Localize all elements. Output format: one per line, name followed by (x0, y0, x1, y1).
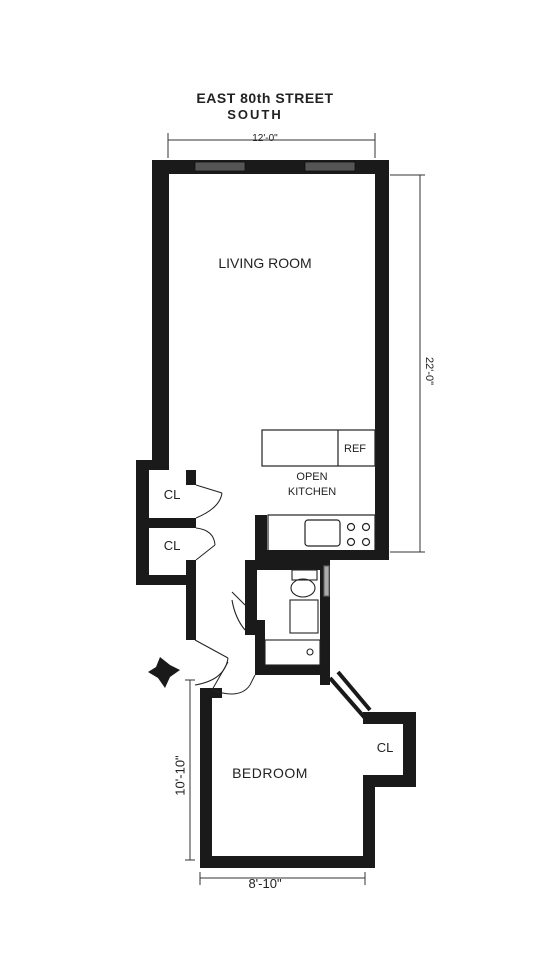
living-length-dimension: 22'-0" (423, 356, 435, 386)
bedroom-door (211, 661, 256, 695)
bathroom-walls (245, 560, 330, 685)
compass-icon (148, 657, 180, 688)
living-room-label: LIVING ROOM (218, 255, 312, 271)
direction-label: SOUTH (227, 107, 283, 122)
dimension-line-right (390, 174, 425, 553)
windows (194, 161, 356, 172)
hallway-walls (186, 560, 257, 640)
bedroom-length-dimension: 10'-10" (172, 755, 188, 796)
closet-label: CL (163, 487, 181, 502)
closet-walls (136, 460, 196, 585)
kitchen-walls (255, 515, 389, 560)
kitchen-label: OPEN KITCHEN (287, 471, 337, 498)
closet-doors (195, 484, 223, 561)
kitchen-counter (261, 429, 376, 553)
bedroom-walls (200, 688, 416, 868)
street-label: EAST 80th STREET (196, 90, 334, 106)
bathroom-fixtures (231, 565, 330, 666)
living-width-dimension: 12'-0" (252, 133, 278, 144)
dimension-line-top (167, 133, 376, 158)
bedroom-label: BEDROOM (232, 765, 308, 781)
closet-label: CL (376, 740, 394, 755)
bedroom-width-dimension: 8'-10" (248, 876, 282, 891)
closet-label: CL (163, 538, 181, 553)
bedroom-angled-wall (328, 670, 372, 720)
dimension-line-bedroom (185, 679, 366, 885)
refrigerator-label: REF (344, 443, 366, 455)
entry-door (194, 639, 229, 686)
